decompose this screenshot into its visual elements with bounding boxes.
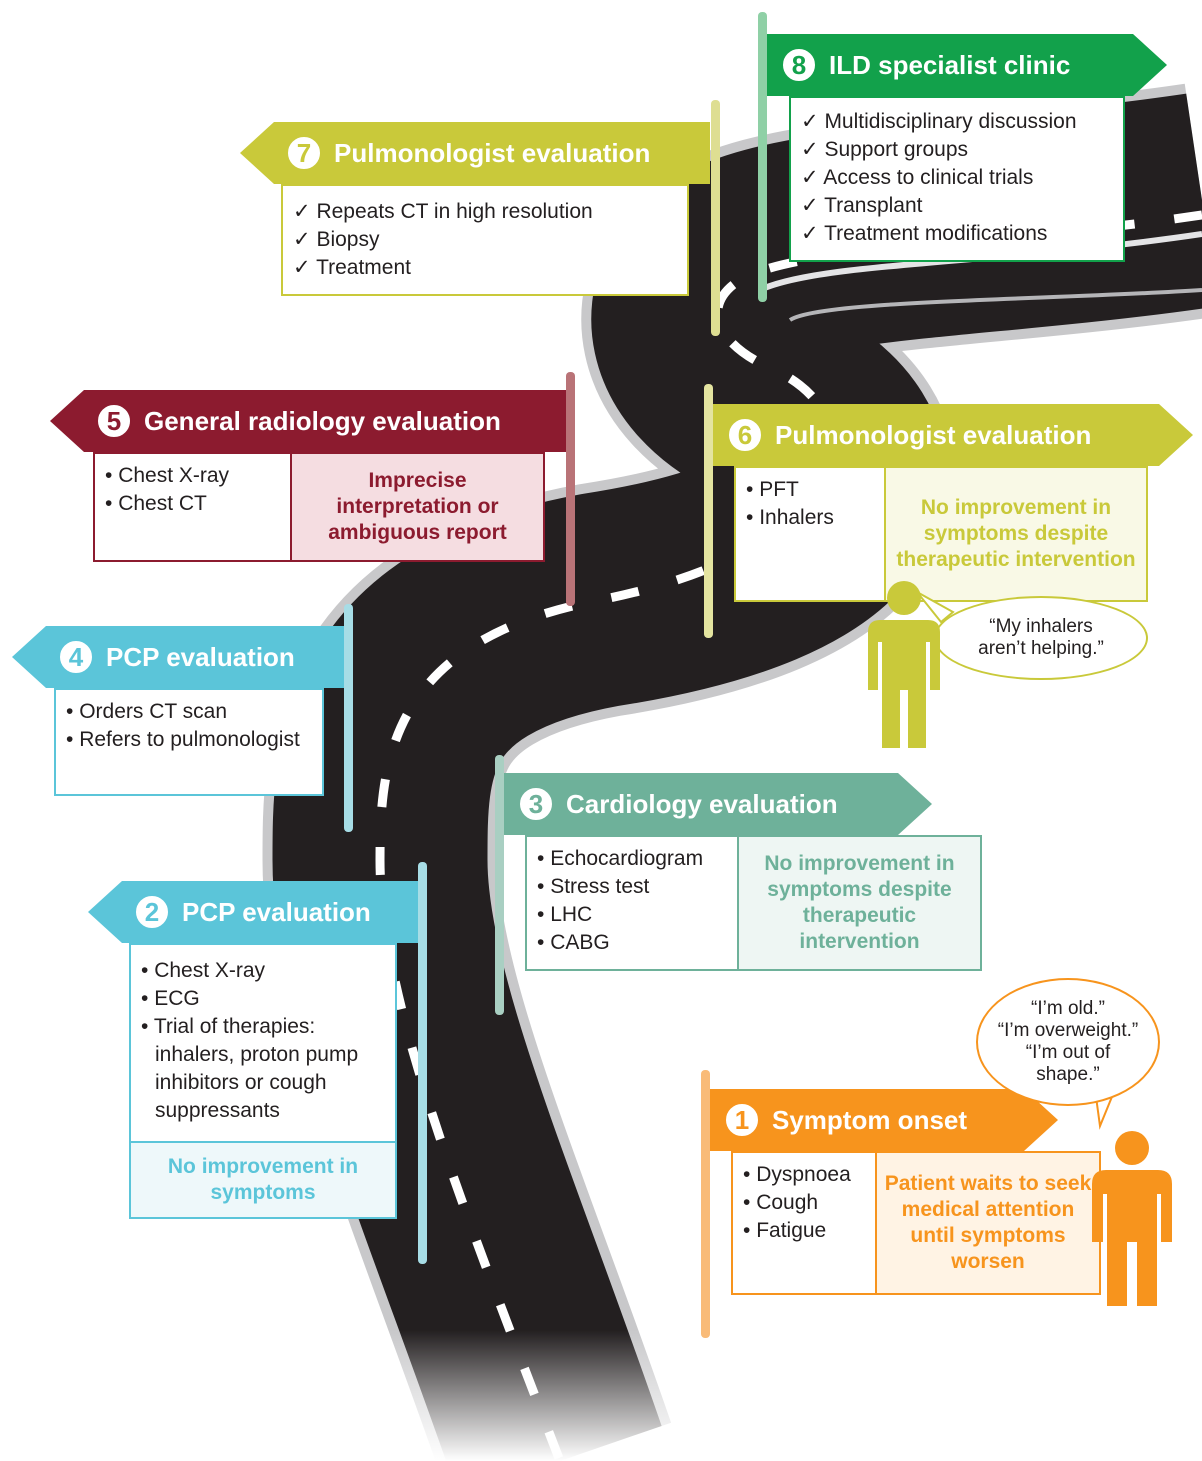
box-step1: Dyspnoea Cough Fatigue Patient waits to … (731, 1151, 1101, 1295)
box-step7: Repeats CT in high resolution Biopsy Tre… (281, 184, 689, 296)
step2-note: No improvement in symptoms (131, 1143, 395, 1217)
sign-step1: 1 Symptom onset (710, 1089, 1058, 1151)
list-item: Orders CT scan (66, 698, 312, 726)
step1-title: Symptom onset (772, 1104, 968, 1135)
quote-line: shape.” (1036, 1064, 1100, 1085)
person-icon (1092, 1131, 1172, 1306)
step3-items: Echocardiogram Stress test LHC CABG (527, 837, 739, 969)
box-step3: Echocardiogram Stress test LHC CABG No i… (525, 835, 982, 971)
quote-line: “My inhalers (989, 616, 1093, 637)
list-item: Echocardiogram (537, 845, 727, 873)
list-item: Refers to pulmonologist (66, 726, 312, 754)
step5-title: General radiology evaluation (144, 405, 501, 436)
pole-step2 (418, 862, 427, 1264)
step2-items: Chest X-ray ECG Trial of therapies: inha… (131, 945, 395, 1143)
step8-number: 8 (781, 47, 817, 83)
box-step2: Chest X-ray ECG Trial of therapies: inha… (129, 943, 397, 1219)
list-item: PFT (746, 476, 874, 504)
pole-step3 (495, 755, 504, 1015)
list-item: Chest X-ray (105, 462, 280, 490)
sign-step7: 7 Pulmonologist evaluation (240, 122, 710, 184)
step8-title: ILD specialist clinic (829, 49, 1071, 80)
list-item: Transplant (801, 192, 1113, 220)
pole-step5 (566, 372, 575, 606)
step6-number: 6 (727, 417, 763, 453)
quote-line: “I’m old.” (1031, 998, 1105, 1019)
step4-number: 4 (58, 639, 94, 675)
speech-bubble-step6: “My inhalers aren’t helping.” (934, 596, 1148, 680)
pole-step6 (704, 384, 713, 638)
list-item: Biopsy (293, 226, 677, 254)
list-item: Chest CT (105, 490, 280, 518)
step1-items: Dyspnoea Cough Fatigue (733, 1153, 877, 1293)
list-item: Treatment modifications (801, 220, 1113, 248)
list-item: CABG (537, 929, 727, 957)
quote-line: aren’t helping.” (978, 638, 1104, 659)
step8-items: Multidisciplinary discussion Support gro… (791, 98, 1123, 260)
sign-step4: 4 PCP evaluation (12, 626, 344, 688)
list-item: Support groups (801, 136, 1113, 164)
step6-note: No improvement in symptoms despite thera… (886, 468, 1146, 600)
step7-title: Pulmonologist evaluation (334, 137, 651, 168)
list-item: Trial of therapies: inhalers, proton pum… (141, 1013, 385, 1125)
speech-bubble-step1: “I’m old.” “I’m overweight.” “I’m out of… (976, 978, 1160, 1106)
list-item: Treatment (293, 254, 677, 282)
sign-step8: 8 ILD specialist clinic (767, 34, 1167, 96)
road-edge-line (788, 288, 1202, 322)
list-item: Stress test (537, 873, 727, 901)
step3-title: Cardiology evaluation (566, 788, 838, 819)
sign-step2: 2 PCP evaluation (88, 881, 418, 943)
pole-step4 (344, 604, 353, 832)
box-step5: Chest X-ray Chest CT Imprecise interpret… (93, 452, 545, 562)
list-item: Fatigue (743, 1217, 865, 1245)
step1-number: 1 (724, 1102, 760, 1138)
step4-title: PCP evaluation (106, 641, 295, 672)
step2-number: 2 (134, 894, 170, 930)
list-item: Inhalers (746, 504, 874, 532)
step2-title: PCP evaluation (182, 896, 371, 927)
box-step4: Orders CT scan Refers to pulmonologist (54, 688, 324, 796)
quote-line: “I’m out of (1025, 1042, 1111, 1063)
list-item: LHC (537, 901, 727, 929)
list-item: Access to clinical trials (801, 164, 1113, 192)
step1-note: Patient waits to seek medical attention … (877, 1153, 1099, 1293)
pole-step7 (711, 100, 720, 336)
list-item: Cough (743, 1189, 865, 1217)
sign-step3: 3 Cardiology evaluation (504, 773, 932, 835)
quote-line: “I’m overweight.” (997, 1020, 1139, 1041)
step4-items: Orders CT scan Refers to pulmonologist (56, 690, 322, 794)
sign-step6: 6 Pulmonologist evaluation (713, 404, 1193, 466)
step5-note: Imprecise interpretation or ambiguous re… (292, 454, 543, 560)
step6-title: Pulmonologist evaluation (775, 419, 1092, 450)
list-item: Dyspnoea (743, 1161, 865, 1189)
step5-number: 5 (96, 403, 132, 439)
pole-step1 (701, 1070, 710, 1338)
list-item: Multidisciplinary discussion (801, 108, 1113, 136)
box-step6: PFT Inhalers No improvement in symptoms … (734, 466, 1148, 602)
box-step8: Multidisciplinary discussion Support gro… (789, 96, 1125, 262)
step5-items: Chest X-ray Chest CT (95, 454, 292, 560)
step6-items: PFT Inhalers (736, 468, 886, 600)
step3-note: No improvement in symptoms despite thera… (739, 837, 980, 969)
list-item: ECG (141, 985, 385, 1013)
person-icon (868, 581, 940, 748)
step3-number: 3 (518, 786, 554, 822)
sign-step5: 5 General radiology evaluation (50, 390, 566, 452)
step7-number: 7 (286, 135, 322, 171)
step7-items: Repeats CT in high resolution Biopsy Tre… (283, 186, 687, 294)
pole-step8 (758, 12, 767, 302)
list-item: Chest X-ray (141, 957, 385, 985)
list-item: Repeats CT in high resolution (293, 198, 677, 226)
